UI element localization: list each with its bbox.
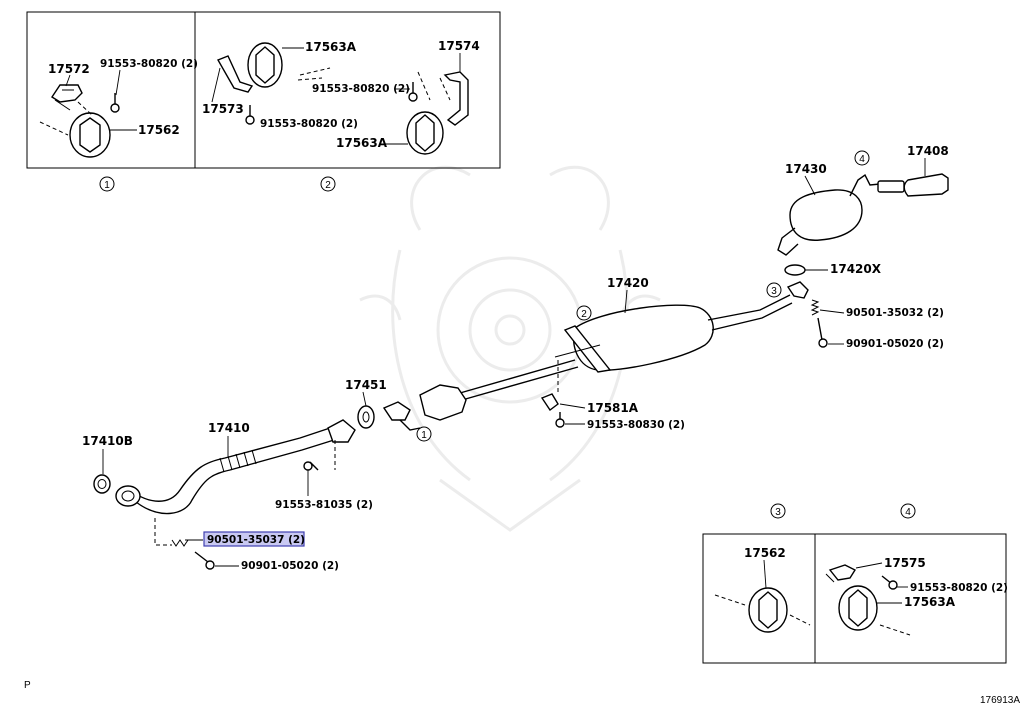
rear-joint-hardware [810, 299, 828, 348]
highlight-selected-part [203, 531, 305, 547]
callout-17562-b: 17562 [744, 546, 786, 560]
ref-2-diagram-label: 2 [581, 309, 587, 320]
ref-circle-2-box [320, 176, 336, 192]
ref-circle-1-diagram [416, 426, 432, 442]
callout-91553-80820-c: 91553-80820 (2) [312, 83, 410, 95]
ref-circle-4-diagram [854, 150, 870, 166]
ref-circle-4-box [900, 503, 916, 519]
inset-4-parts [825, 564, 911, 636]
inset-1-parts [39, 84, 120, 158]
page-marker: P [24, 680, 31, 691]
callout-91553-80820-d: 91553-80820 (2) [910, 582, 1008, 594]
callout-17420: 17420 [607, 276, 649, 290]
ref-3-diagram-label: 3 [771, 286, 777, 297]
callout-17408: 17408 [907, 144, 949, 158]
callout-17420X: 17420X [830, 262, 882, 276]
callout-91553-80820-a: 91553-80820 (2) [100, 58, 198, 70]
callout-17581A: 17581A [587, 401, 639, 415]
ref-1-box-label: 1 [104, 180, 110, 191]
ref-4-diagram-label: 4 [859, 154, 865, 165]
ref-4-box-label: 4 [905, 507, 911, 518]
inset-box-top [26, 11, 501, 169]
catalytic-converter [357, 384, 467, 431]
callout-17573: 17573 [202, 102, 244, 116]
ref-2-box-label: 2 [325, 180, 331, 191]
ref-circle-3-box [770, 503, 786, 519]
ref-circle-2-diagram [576, 305, 592, 321]
callout-90901-05020-b: 90901-05020 (2) [241, 560, 339, 572]
watermark-emblem [359, 165, 661, 532]
front-pipe-17410 [93, 419, 356, 570]
callout-17572: 17572 [48, 62, 90, 76]
callout-17563A-b: 17563A [336, 136, 388, 150]
callout-17563A-a: 17563A [305, 40, 357, 54]
hanger-17581A [540, 393, 565, 428]
callout-17410: 17410 [208, 421, 250, 435]
ref-circle-1-box [99, 176, 115, 192]
callout-17563A-c: 17563A [904, 595, 956, 609]
callout-17451: 17451 [345, 378, 387, 392]
center-pipe-main-muffler [459, 294, 793, 401]
callout-17410B: 17410B [82, 434, 133, 448]
callout-91553-81035: 91553-81035 (2) [275, 499, 373, 511]
figure-id: 176913A [980, 695, 1020, 706]
callout-91553-80830: 91553-80830 (2) [587, 419, 685, 431]
callout-17562-a: 17562 [138, 123, 180, 137]
ref-3-box-label: 3 [775, 507, 781, 518]
ref-circle-3-diagram [766, 282, 782, 298]
ref-1-diagram-label: 1 [421, 430, 427, 441]
callout-90901-05020-a: 90901-05020 (2) [846, 338, 944, 350]
callout-17574: 17574 [438, 39, 480, 53]
callout-91553-80820-b: 91553-80820 (2) [260, 118, 358, 130]
tail-muffler-assembly [777, 173, 949, 299]
callout-17430: 17430 [785, 162, 827, 176]
callout-90501-35037[interactable]: 90501-35037 (2) [207, 534, 305, 546]
callout-90501-35032: 90501-35032 (2) [846, 307, 944, 319]
callout-17575: 17575 [884, 556, 926, 570]
inset-box-bottom [702, 533, 1007, 664]
inset-3-parts [714, 587, 811, 633]
inset-2-parts [216, 42, 469, 155]
